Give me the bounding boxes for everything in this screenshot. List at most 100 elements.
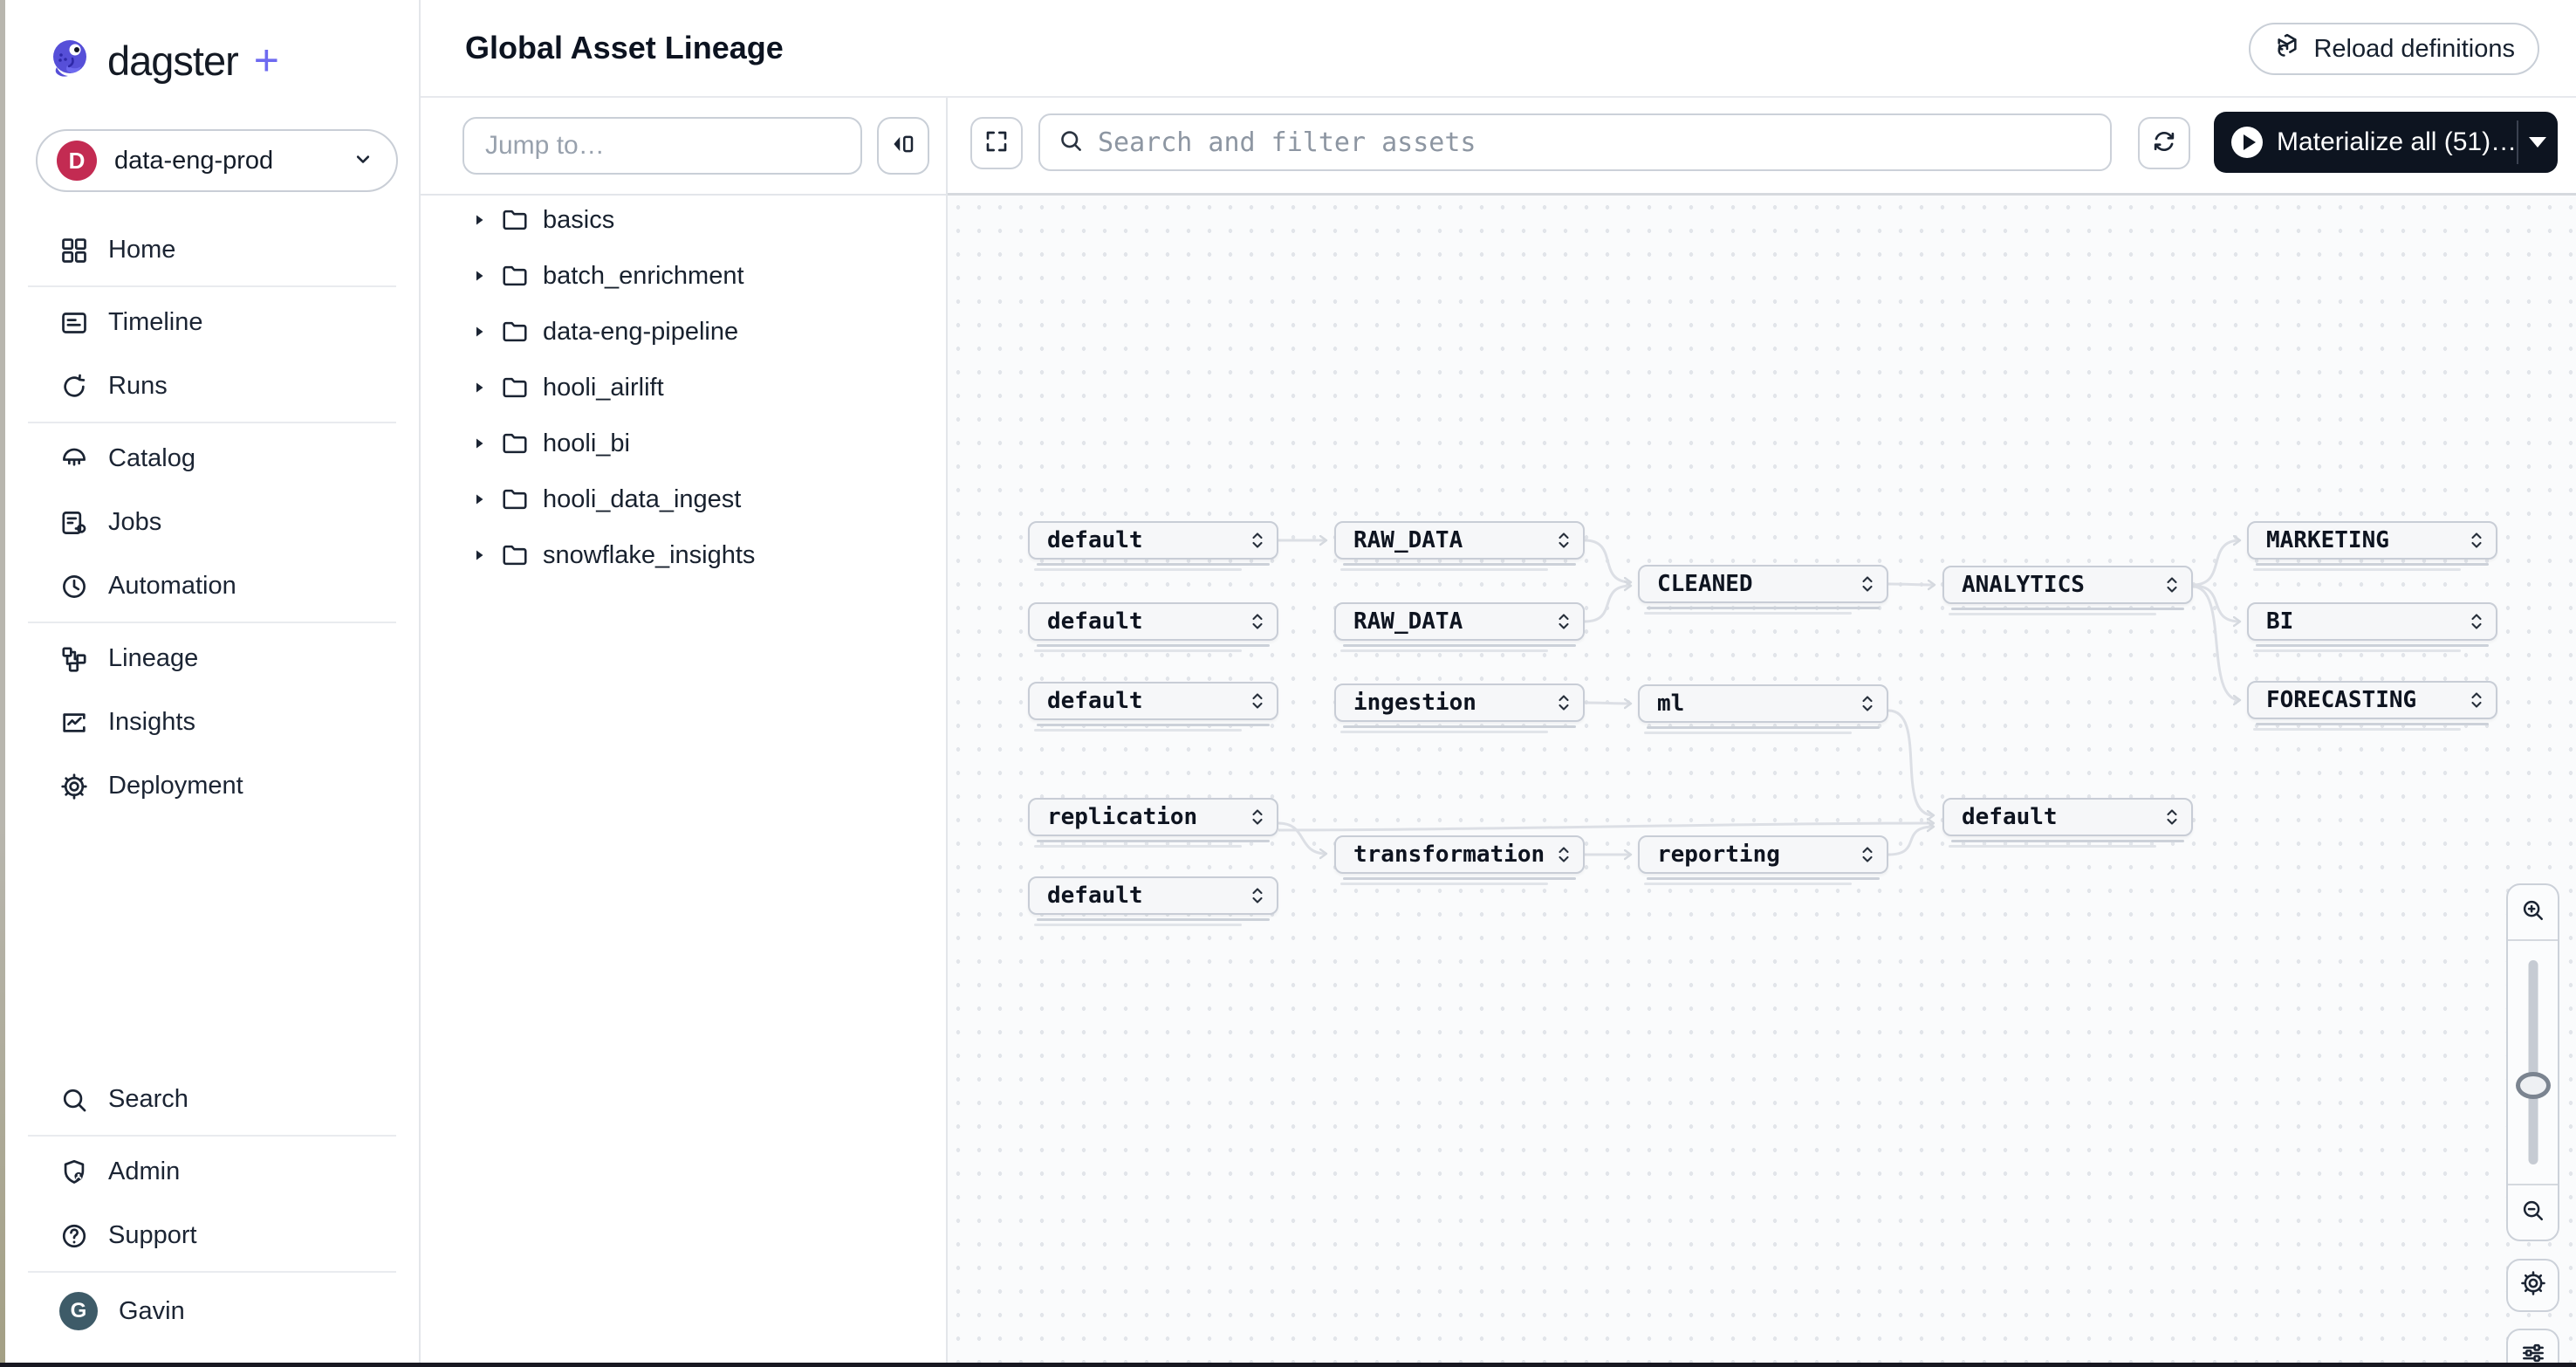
unfold-icon[interactable] [2165,574,2179,596]
folder-icon [501,207,529,233]
asset-node-default_1[interactable]: default [1028,521,1278,571]
unfold-icon[interactable] [1557,843,1571,866]
unfold-icon[interactable] [1250,690,1264,712]
zoom-slider-thumb[interactable] [2515,1072,2551,1099]
asset-node-label: RAW_DATA [1353,608,1463,635]
unfold-icon[interactable] [1250,806,1264,828]
asset-node-label: default [1047,527,1143,553]
asset-node-reporting[interactable]: reporting [1638,835,1888,885]
zoom-slider[interactable] [2508,939,2558,1185]
asset-node-raw_data_1[interactable]: RAW_DATA [1334,521,1585,571]
unfold-icon[interactable] [1860,573,1874,595]
tree-folder-label: data-eng-pipeline [543,317,739,346]
asset-node-marketing[interactable]: MARKETING [2247,521,2497,571]
asset-node-default_3[interactable]: default [1028,682,1278,732]
caret-right-icon[interactable] [471,547,487,563]
sidebar-nav: Home Timeline Runs Catalog Jobs Automati… [5,215,419,821]
caret-right-icon[interactable] [471,268,487,284]
asset-node-analytics[interactable]: ANALYTICS [1942,566,2193,615]
tree-folder-hooli_data_ingest[interactable]: hooli_data_ingest [421,471,946,527]
lineage-edges [1278,196,2576,1364]
unfold-icon[interactable] [1557,529,1571,552]
sidebar-item-admin[interactable]: Admin [28,1140,396,1204]
unfold-icon[interactable] [1557,691,1571,714]
asset-node-ml[interactable]: ml [1638,684,1888,734]
tree-folder-batch_enrichment[interactable]: batch_enrichment [421,248,946,304]
asset-node-default_5[interactable]: default [1028,876,1278,926]
sidebar-item-catalog[interactable]: Catalog [28,427,396,491]
tree-folder-data-eng-pipeline[interactable]: data-eng-pipeline [421,304,946,360]
jump-to-input[interactable] [462,117,862,175]
tree-folder-hooli_bi[interactable]: hooli_bi [421,416,946,471]
zoom-in-button[interactable] [2508,885,2558,939]
caret-right-icon[interactable] [471,212,487,228]
zoom-out-button[interactable] [2508,1185,2558,1240]
materialize-all-main[interactable]: Materialize all (51)… [2214,112,2517,173]
sidebar-item-search[interactable]: Search [28,1068,396,1131]
unfold-icon[interactable] [1860,692,1874,715]
materialize-all-button[interactable]: Materialize all (51)… [2214,112,2558,173]
home-icon [59,236,89,265]
unfold-icon[interactable] [2165,806,2179,828]
materialize-dropdown-toggle[interactable] [2518,112,2558,173]
caret-right-icon[interactable] [471,491,487,507]
dagster-logo[interactable]: dagster + [48,35,279,86]
reload-definitions-button[interactable]: Reload definitions [2249,23,2539,75]
sidebar-item-jobs[interactable]: Jobs [28,491,396,554]
lineage-edge [1584,586,1631,623]
caret-right-icon[interactable] [471,324,487,340]
asset-node-forecasting[interactable]: FORECASTING [2247,681,2497,731]
unfold-icon[interactable] [1557,610,1571,633]
unfold-icon[interactable] [1250,884,1264,907]
workspace-selector[interactable]: D data-eng-prod [36,129,398,192]
zoom-slider-track[interactable] [2528,960,2538,1164]
display-options-button[interactable] [2506,1329,2559,1367]
unfold-icon[interactable] [2470,529,2484,552]
asset-node-ingestion[interactable]: ingestion [1334,684,1585,733]
unfold-icon[interactable] [2470,689,2484,711]
fullscreen-button[interactable] [970,117,1023,169]
asset-node-replication[interactable]: replication [1028,798,1278,848]
caret-right-icon[interactable] [471,436,487,451]
asset-node-cleaned[interactable]: CLEANED [1638,565,1888,615]
lineage-graph-field[interactable]: default RAW_DATA default RAW_DATA defaul… [948,196,2576,1367]
caret-right-icon[interactable] [471,380,487,395]
asset-node-raw_data_2[interactable]: RAW_DATA [1334,602,1585,652]
tree-folder-hooli_airlift[interactable]: hooli_airlift [421,360,946,416]
page-header: Global Asset Lineage Reload definitions [421,0,2576,98]
nav-group: Admin Support [28,1135,396,1271]
lineage-edge [1584,539,1631,582]
sidebar-item-home[interactable]: Home [28,218,396,282]
tree-folder-basics[interactable]: basics [421,192,946,248]
sidebar-item-support[interactable]: Support [28,1204,396,1267]
sidebar-footer: Search Admin Support G Gavin [5,1064,419,1350]
lineage-edge [1584,703,1631,704]
asset-node-label: reporting [1657,841,1780,868]
unfold-icon[interactable] [1250,610,1264,633]
asset-node-bi[interactable]: BI [2247,602,2497,652]
logo-wordmark: dagster [107,37,239,84]
collapse-panel-button[interactable] [877,117,929,175]
lineage-edge [1278,823,1934,832]
asset-node-default_2[interactable]: default [1028,602,1278,652]
nav-group: Timeline Runs [28,285,396,422]
asset-node-default_4[interactable]: default [1942,798,2193,848]
asset-node-label: default [1962,804,2058,830]
sidebar-item-automation[interactable]: Automation [28,554,396,618]
tree-folder-snowflake_insights[interactable]: snowflake_insights [421,527,946,583]
sidebar-item-lineage[interactable]: Lineage [28,627,396,690]
sidebar-item-runs[interactable]: Runs [28,354,396,418]
unfold-icon[interactable] [1250,529,1264,552]
unfold-icon[interactable] [1860,843,1874,866]
sidebar-item-timeline[interactable]: Timeline [28,291,396,354]
sidebar-item-deployment[interactable]: Deployment [28,754,396,818]
asset-node-transformation[interactable]: transformation [1334,835,1585,885]
user-menu[interactable]: G Gavin [28,1276,396,1346]
unfold-icon[interactable] [2470,610,2484,633]
graph-settings-button[interactable] [2506,1259,2559,1312]
refresh-button[interactable] [2138,117,2190,169]
zoom-out-icon [2520,1198,2546,1228]
sidebar-item-label: Search [108,1085,188,1113]
sidebar-item-insights[interactable]: Insights [28,690,396,754]
asset-search-input[interactable] [1096,126,2093,159]
